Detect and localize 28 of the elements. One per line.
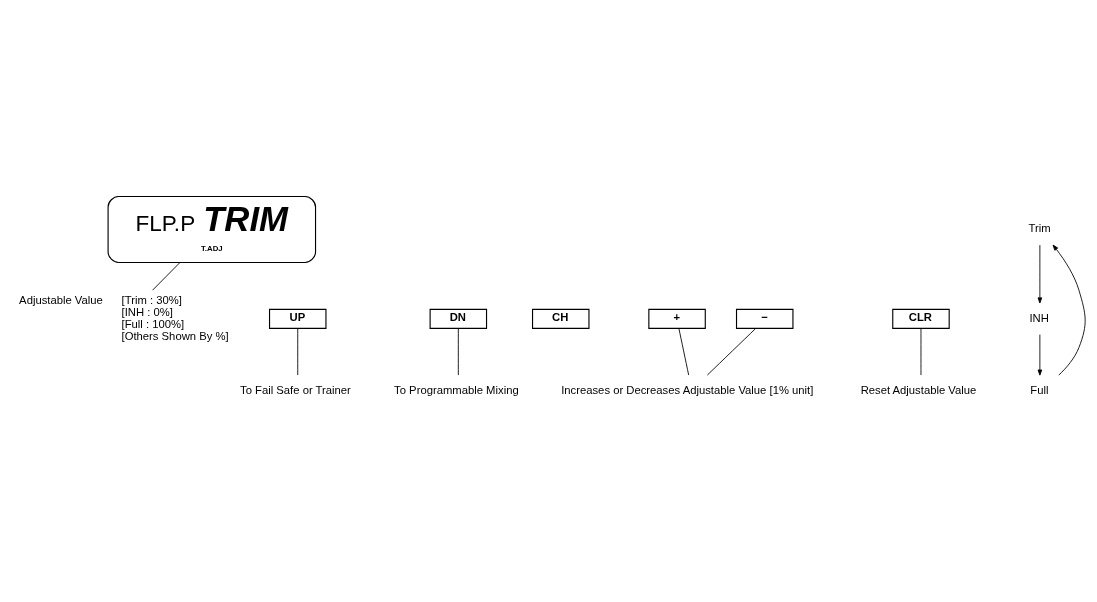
arrow <box>1037 333 1043 376</box>
arrow <box>1052 244 1086 376</box>
node-text: Trim <box>1028 221 1051 234</box>
node-box: CH <box>531 308 590 329</box>
connector <box>678 327 690 375</box>
node-label: [Full : 100%] <box>121 317 185 330</box>
node-text: To Programmable Mixing <box>394 383 519 396</box>
connector <box>297 327 299 375</box>
connector <box>920 327 922 375</box>
node-text: Adjustable Value <box>19 293 103 306</box>
node-box: FLP.P TRIM T.ADJ <box>107 195 317 263</box>
connector <box>706 327 756 375</box>
node-box: − <box>735 308 794 329</box>
connector <box>152 261 181 291</box>
arrow <box>1037 244 1043 303</box>
node-text: INH <box>1029 311 1049 324</box>
node-text: Full <box>1030 383 1049 396</box>
node-box: CLR <box>892 308 950 329</box>
node-box: UP <box>268 308 327 329</box>
node-box: + <box>648 308 706 329</box>
node-label: [Trim : 30%] <box>121 293 182 306</box>
node-text: Reset Adjustable Value <box>860 383 977 396</box>
connector <box>457 327 459 375</box>
node-label: [INH : 0%] <box>121 305 173 318</box>
node-text: To Fail Safe or Trainer <box>240 383 351 396</box>
node-box: DN <box>429 308 488 329</box>
node-label: [Others Shown By %] <box>121 329 229 342</box>
node-text: Increases or Decreases Adjustable Value [1% unit] <box>561 383 814 396</box>
